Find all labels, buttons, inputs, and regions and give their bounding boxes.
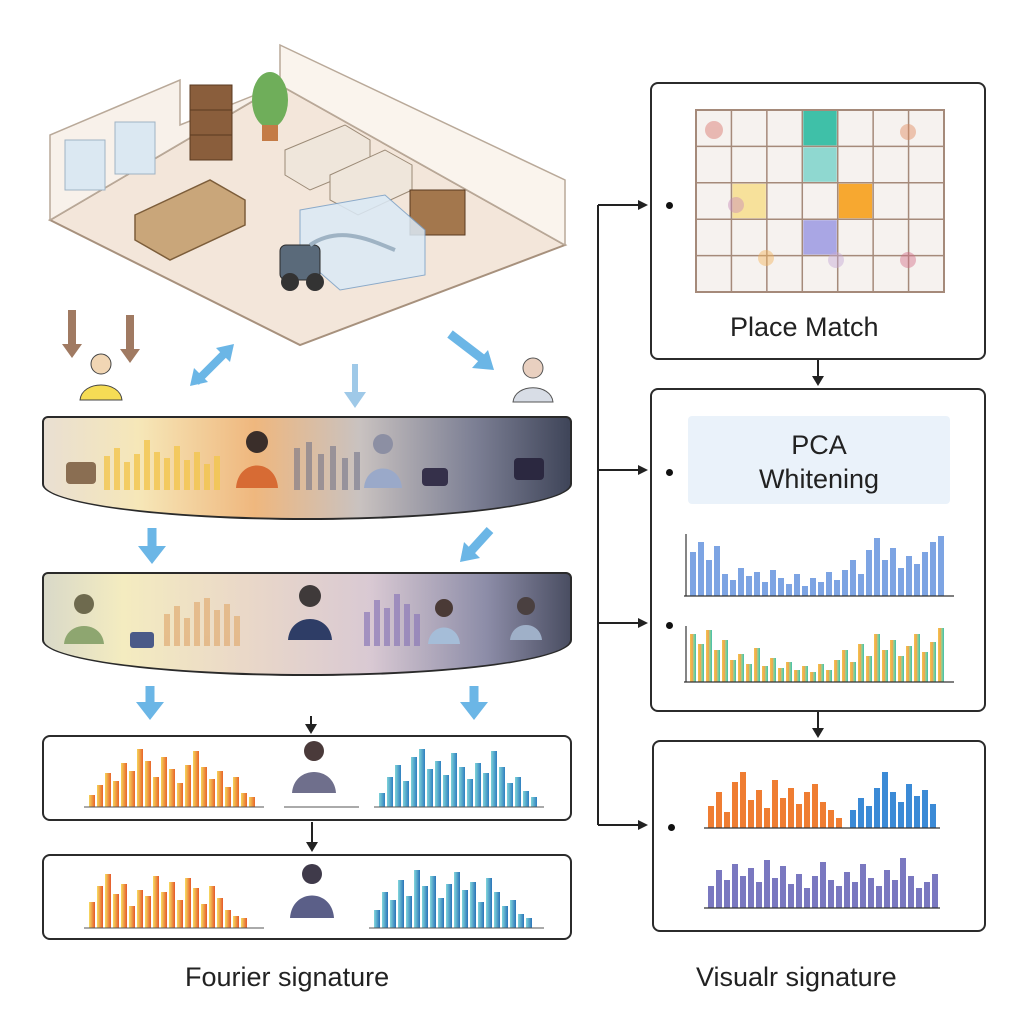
robot-icon (66, 458, 544, 486)
person-icon (510, 597, 542, 640)
place-match-grid (695, 109, 945, 293)
visual-signature-box (652, 740, 986, 932)
antenna-marker-icon (120, 315, 140, 363)
arrow-icon (344, 364, 366, 408)
arrow-icon (138, 528, 166, 564)
fourier-signature-box-2 (42, 854, 572, 940)
cool-bars (374, 870, 532, 928)
connector-dot (666, 469, 673, 476)
person-icon (79, 353, 123, 401)
visual-purple-histogram (704, 858, 940, 909)
connector-dot (668, 824, 675, 831)
person-icon (512, 357, 554, 403)
arrow-icon (190, 344, 234, 386)
fourier-signature-caption: Fourier signature (185, 962, 390, 992)
warm-bars (89, 874, 247, 928)
connector-lines (597, 200, 648, 830)
grid-highlight-cell (732, 183, 766, 219)
pca-line-2: Whitening (758, 464, 880, 494)
place-match-box: Place Match (650, 82, 986, 360)
arrow-icon (812, 712, 824, 738)
pca-whitening-box: PCA Whitening (650, 388, 986, 712)
person-icon (428, 599, 460, 644)
warm-bars (89, 749, 255, 807)
arrow-icon (136, 686, 164, 720)
grid-highlight-cell (803, 147, 837, 182)
place-match-label: Place Match (730, 312, 879, 342)
person-icon (290, 864, 334, 918)
pca-blue-histogram (684, 534, 954, 597)
robot-icon (130, 632, 154, 648)
arrow-icon (460, 686, 488, 720)
room-illustration (47, 43, 568, 347)
person-icon (292, 741, 336, 793)
person-icon (364, 434, 402, 488)
arrow-icon (447, 330, 494, 370)
grid-highlight-cell (803, 220, 837, 255)
arrow-icon (812, 360, 824, 386)
panorama-strip-1 (42, 416, 572, 520)
person-icon (236, 431, 278, 488)
panorama-1-bars (104, 440, 360, 490)
pca-whitening-label: PCA Whitening (688, 416, 950, 504)
connector-dot (666, 202, 673, 209)
panorama-strip-2 (42, 572, 572, 676)
grid-highlight-cell (838, 183, 873, 219)
visual-orange-blue-histogram (704, 772, 940, 829)
robot-icon (279, 233, 396, 291)
antenna-marker-icon (62, 310, 82, 358)
arrow-icon (460, 526, 494, 562)
visual-signature-caption: Visualr signature (696, 962, 897, 992)
person-icon (288, 585, 332, 640)
grid-highlight-cell (803, 111, 837, 146)
fourier-signature-box-1 (42, 735, 572, 821)
person-icon (64, 594, 104, 644)
arrow-icon (305, 716, 317, 734)
cool-bars (379, 749, 537, 807)
panorama-2-bars (164, 594, 420, 646)
connector-dot (666, 622, 673, 629)
pca-gradient-histogram (684, 626, 954, 683)
pca-line-1: PCA (791, 430, 847, 460)
arrow-icon (306, 822, 318, 852)
